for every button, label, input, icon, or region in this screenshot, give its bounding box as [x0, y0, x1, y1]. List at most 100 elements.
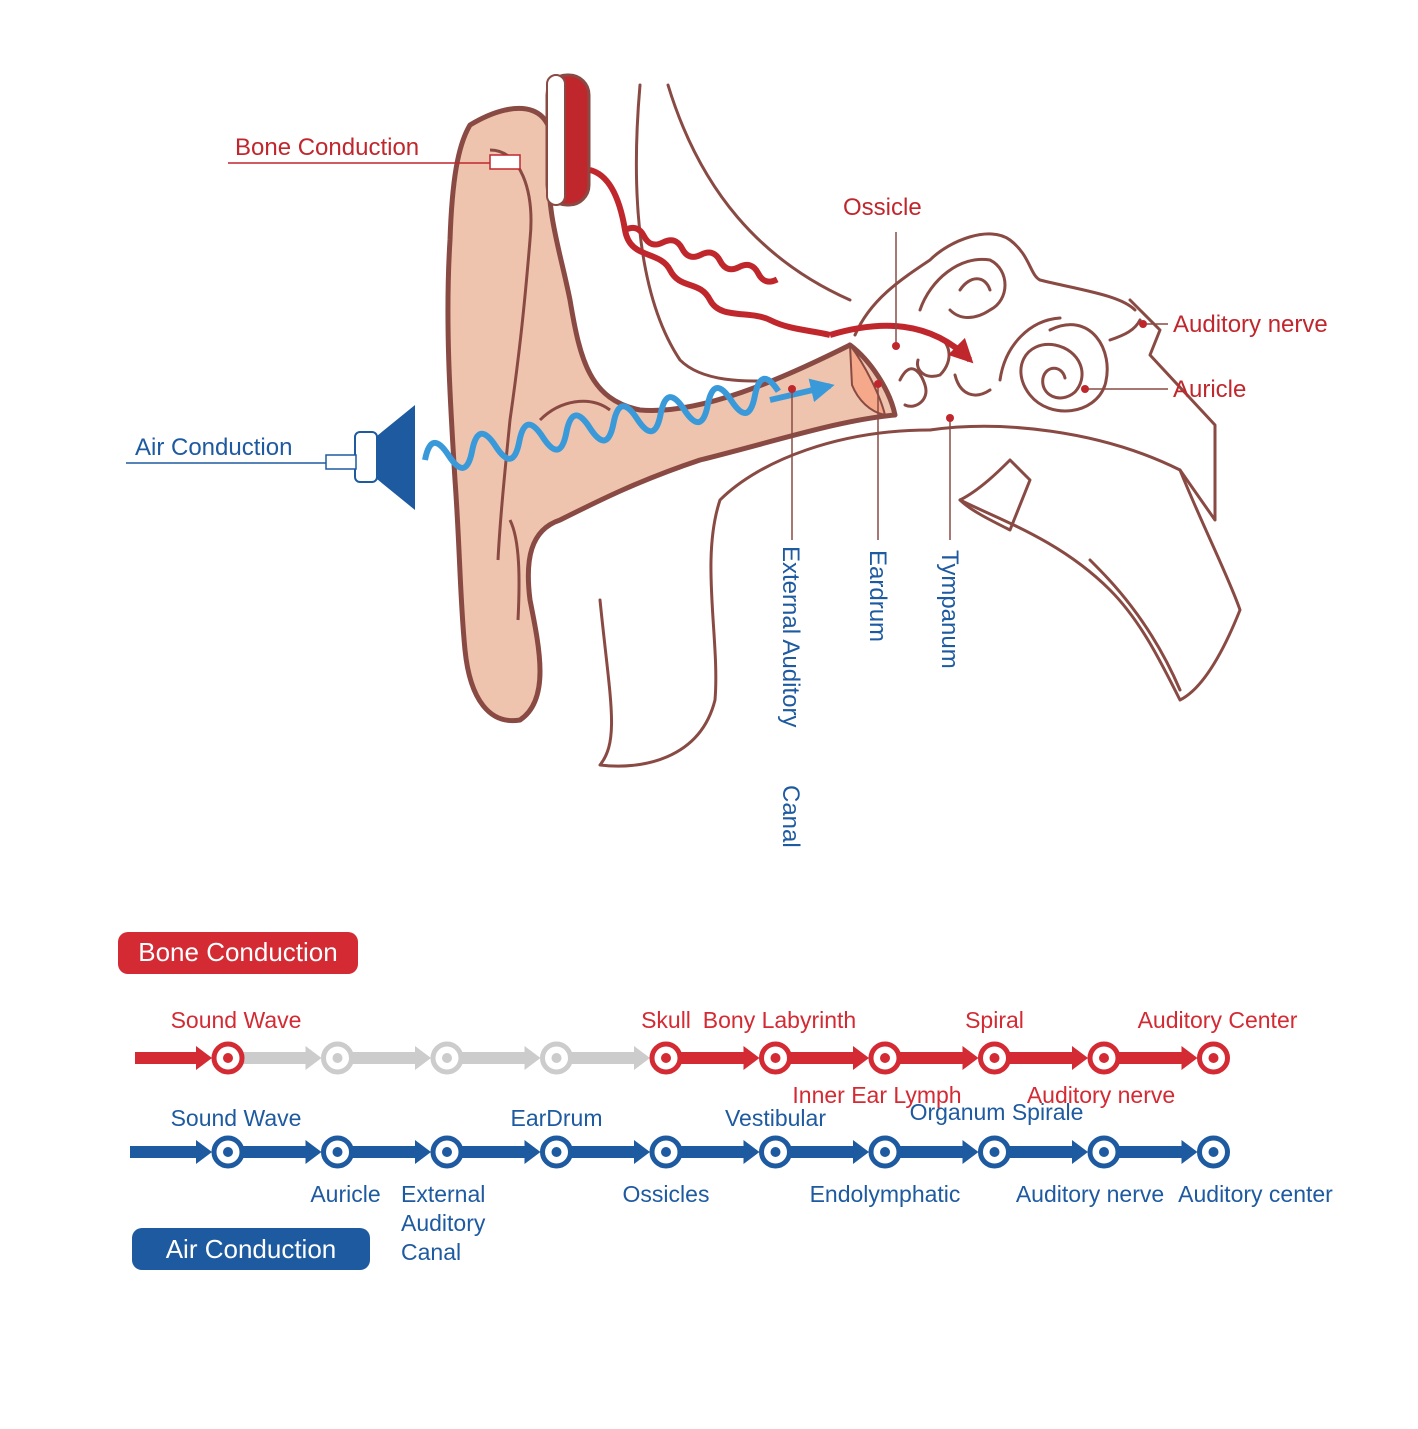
flow-node-center — [442, 1147, 452, 1157]
flow-segment — [789, 1146, 855, 1158]
label-eardrum: Eardrum — [864, 550, 891, 642]
label-auricle: Auricle — [1173, 376, 1246, 403]
flow-segment — [461, 1146, 527, 1158]
flow-node-label: Auditory — [401, 1210, 486, 1236]
flow-node-label: Canal — [401, 1239, 461, 1265]
flow-node-center — [551, 1147, 562, 1157]
flow-arrowhead — [196, 1140, 212, 1164]
flow-node-label: Skull — [641, 1007, 691, 1033]
flow-arrowhead — [634, 1140, 650, 1164]
bone-conduction-device — [545, 73, 974, 364]
flow-node-center — [989, 1147, 1000, 1157]
flow-segment — [680, 1052, 746, 1064]
flow-arrowhead — [524, 1140, 541, 1164]
flow-node-label: Auditory nerve — [1016, 1181, 1164, 1207]
anatomy-labels: Bone Conduction Air Conduction Ossicle A… — [126, 134, 1328, 848]
flow-node-center — [770, 1053, 781, 1063]
flow-arrowhead — [962, 1046, 979, 1070]
flow-node-center — [223, 1147, 233, 1157]
head-cross-section — [598, 83, 1242, 768]
flow-segment — [899, 1146, 965, 1158]
flow-segment — [570, 1052, 636, 1064]
label-canal: Canal — [777, 785, 804, 848]
flow-segment — [135, 1052, 198, 1064]
flow-segment — [1118, 1052, 1184, 1064]
flow-node-label: Auricle — [310, 1181, 380, 1207]
air-badge-text: Air Conduction — [166, 1234, 337, 1264]
flow-node-label: Auditory nerve — [1027, 1082, 1175, 1108]
flow-segment — [680, 1146, 746, 1158]
flow-segment — [351, 1052, 417, 1064]
label-external-auditory: External Auditory — [777, 546, 804, 727]
flow-node-center — [880, 1147, 890, 1157]
outer-ear — [445, 105, 898, 724]
flow-node-label: Endolymphatic — [810, 1181, 961, 1207]
flow-arrowhead — [196, 1046, 212, 1070]
flow-segment — [1008, 1052, 1074, 1064]
middle-inner-ear — [853, 232, 1142, 413]
pointing-hand-icon — [325, 454, 357, 470]
flow-node-center — [661, 1147, 671, 1157]
flow-segment — [1118, 1146, 1184, 1158]
label-tympanum: Tympanum — [936, 550, 963, 669]
flow-arrowhead — [524, 1046, 541, 1070]
flow-node-label: Bony Labyrinth — [703, 1007, 856, 1033]
flow-arrowhead — [634, 1046, 650, 1070]
flow-node-center — [551, 1053, 562, 1063]
flow-node-label: Vestibular — [725, 1105, 826, 1131]
flow-node-label: Sound Wave — [171, 1105, 302, 1131]
flow-node-center — [989, 1053, 1000, 1063]
flow-node-center — [332, 1053, 343, 1063]
flow-node-label: Auditory Center — [1138, 1007, 1298, 1033]
air-conduction-device — [354, 375, 835, 510]
flow-arrowhead — [1181, 1046, 1198, 1070]
flow-arrowhead — [1072, 1140, 1088, 1164]
bone-badge-text: Bone Conduction — [138, 937, 337, 967]
flow-node-label: Inner Ear Lymph — [792, 1082, 961, 1108]
bone-conduction-badge: Bone Conduction — [118, 932, 358, 974]
flow-segment — [570, 1146, 636, 1158]
flow-segment — [789, 1052, 855, 1064]
flow-arrowhead — [1072, 1046, 1088, 1070]
flow-node-label: Auditory center — [1178, 1181, 1333, 1207]
flow-arrowhead — [743, 1140, 760, 1164]
flow-segment — [242, 1146, 308, 1158]
flow-node-label: External — [401, 1181, 485, 1207]
flow-node-label: Sound Wave — [171, 1007, 302, 1033]
flow-arrowhead — [415, 1140, 431, 1164]
flow-node-center — [880, 1053, 890, 1063]
flow-arrowhead — [743, 1046, 760, 1070]
flow-segment — [242, 1052, 308, 1064]
flow-segment — [1008, 1146, 1074, 1158]
flow-segment — [130, 1146, 198, 1158]
flow-node-center — [770, 1147, 781, 1157]
flow-arrowhead — [853, 1140, 869, 1164]
flow-segment — [461, 1052, 527, 1064]
flow-segment — [899, 1052, 965, 1064]
flow-node-center — [1099, 1053, 1109, 1063]
flow-node-center — [1208, 1053, 1219, 1063]
flow-node-label: Organum Spirale — [910, 1099, 1084, 1125]
label-bone-conduction: Bone Conduction — [235, 134, 419, 161]
flow-arrowhead — [415, 1046, 431, 1070]
flow-node-center — [442, 1053, 452, 1063]
flow-arrowhead — [853, 1046, 869, 1070]
pointing-hand-icon — [489, 154, 521, 170]
flow-arrowhead — [305, 1046, 322, 1070]
flow-node-center — [223, 1053, 233, 1063]
flow-node-label: Ossicles — [623, 1181, 710, 1207]
label-auditory-nerve: Auditory nerve — [1173, 311, 1328, 338]
flow-node-label: EarDrum — [510, 1105, 602, 1131]
label-air-conduction: Air Conduction — [135, 434, 292, 461]
flow-node-center — [332, 1147, 343, 1157]
flow-node-label: Spiral — [965, 1007, 1024, 1033]
flow-node-center — [661, 1053, 671, 1063]
flow-arrowhead — [305, 1140, 322, 1164]
label-ossicle: Ossicle — [843, 194, 922, 221]
flow-node-center — [1208, 1147, 1219, 1157]
flow-node-center — [1099, 1147, 1109, 1157]
air-conduction-badge: Air Conduction — [132, 1228, 370, 1270]
